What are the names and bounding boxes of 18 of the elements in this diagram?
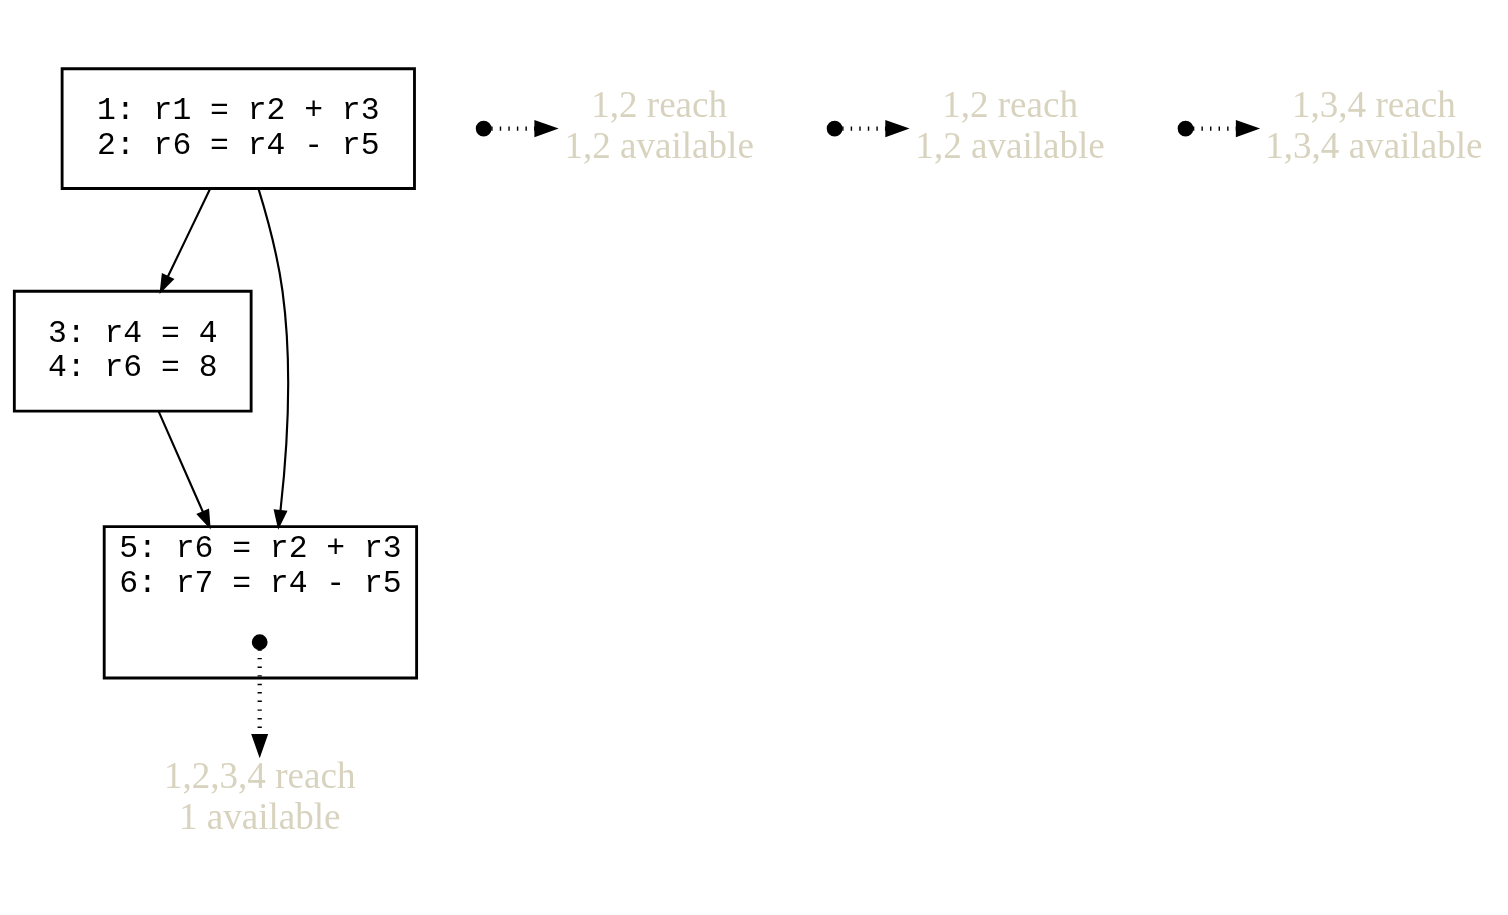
node-text: 1,2,3,4 reach 1 available — [163, 754, 356, 837]
arrow — [842, 120, 910, 138]
arrow — [159, 188, 211, 294]
node-dot — [1177, 120, 1194, 137]
node-box: 3: r4 = 4 4: r6 = 8 — [12, 289, 253, 413]
arrow — [491, 120, 559, 138]
node-text: 1,2 reach 1,2 available — [915, 83, 1105, 167]
node-dot — [475, 120, 492, 137]
node-text: 1,2 reach 1,2 available — [564, 83, 754, 167]
node-text: 1,3,4 reach 1,3,4 available — [1265, 83, 1483, 167]
node-dot — [251, 634, 268, 651]
arrow — [1192, 120, 1261, 138]
cluster: 5: r6 = r2 + r3 6: r7 = r4 - r5 — [102, 525, 419, 680]
arrow — [157, 411, 211, 530]
node-box: 1: r1 = r2 + r3 2: r6 = r4 - r5 — [60, 67, 416, 190]
node-dot — [826, 120, 843, 137]
arrow — [251, 649, 269, 759]
arrow — [257, 188, 290, 530]
